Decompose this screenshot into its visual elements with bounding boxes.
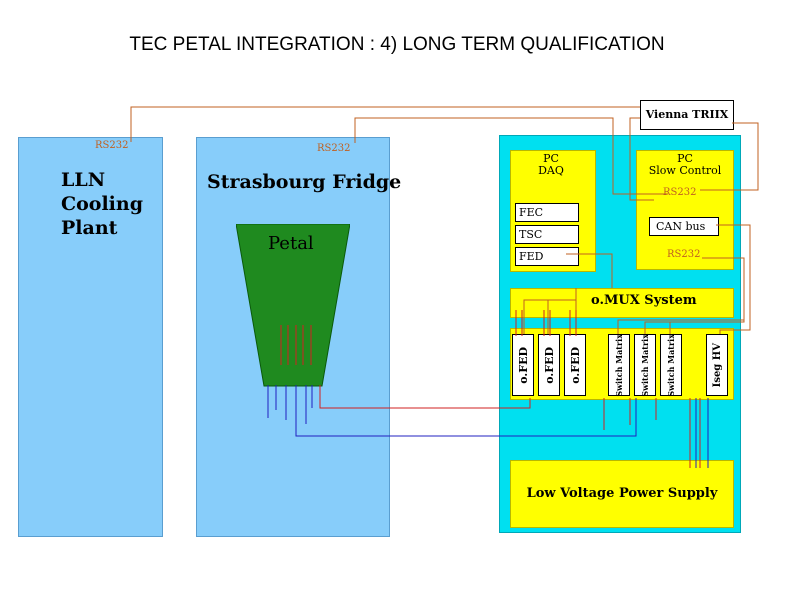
sc-rs232-a-label: RS232: [663, 187, 697, 198]
iseg-hv-label: Iseg HV: [711, 342, 723, 388]
ofed-label-1: o.FED: [516, 346, 530, 384]
fridge-label: Strasbourg Fridge: [207, 171, 402, 193]
lln-rs232-label: RS232: [95, 140, 129, 151]
switch-matrix-label-3: Switch Matrix: [666, 333, 676, 397]
ofed-module-3: o.FED: [564, 334, 586, 396]
sc-rs232-b-label: RS232: [667, 249, 701, 260]
lv-power-supply-label: Low Voltage Power Supply: [526, 486, 718, 501]
pc-daq-box: PC DAQ FEC TSC FED: [510, 150, 596, 272]
switch-matrix-label-1: Switch Matrix: [614, 333, 624, 397]
omux-label: o.MUX System: [591, 293, 697, 308]
ofed-label-3: o.FED: [568, 346, 582, 384]
iseg-hv-module: Iseg HV: [706, 334, 728, 396]
switch-matrix-2: Switch Matrix: [634, 334, 656, 396]
fridge-rs232-label: RS232: [317, 143, 351, 154]
pc-slow-control-label: PC Slow Control: [648, 152, 722, 177]
vienna-triix-box: Vienna TRIIX: [640, 100, 734, 130]
tsc-label: TSC: [519, 228, 543, 241]
canbus-box: CAN bus: [649, 217, 719, 236]
pc-slow-control-box: PC Slow Control RS232 CAN bus RS232: [636, 150, 734, 270]
ofed-module-1: o.FED: [512, 334, 534, 396]
lv-power-supply-box: Low Voltage Power Supply: [510, 460, 734, 528]
fec-label: FEC: [519, 206, 544, 219]
switch-matrix-label-2: Switch Matrix: [640, 333, 650, 397]
fed-box: FED: [515, 247, 579, 266]
fec-box: FEC: [515, 203, 579, 222]
lln-label: LLN Cooling Plant: [61, 169, 144, 239]
lln-cooling-plant-box: RS232 LLN Cooling Plant: [18, 137, 163, 537]
pc-daq-label: PC DAQ: [538, 152, 564, 177]
switch-matrix-1: Switch Matrix: [608, 334, 630, 396]
omux-system-box: o.MUX System: [510, 288, 734, 318]
ofed-module-2: o.FED: [538, 334, 560, 396]
petal-label: Petal: [268, 233, 314, 254]
canbus-label: CAN bus: [656, 220, 706, 233]
strasbourg-fridge-box: RS232 Strasbourg Fridge: [196, 137, 401, 537]
page-title: TEC PETAL INTEGRATION : 4) LONG TERM QUA…: [129, 34, 665, 55]
vienna-triix-label: Vienna TRIIX: [645, 108, 729, 121]
fed-label: FED: [519, 250, 544, 263]
switch-matrix-3: Switch Matrix: [660, 334, 682, 396]
ofed-label-2: o.FED: [542, 346, 556, 384]
tsc-box: TSC: [515, 225, 579, 244]
